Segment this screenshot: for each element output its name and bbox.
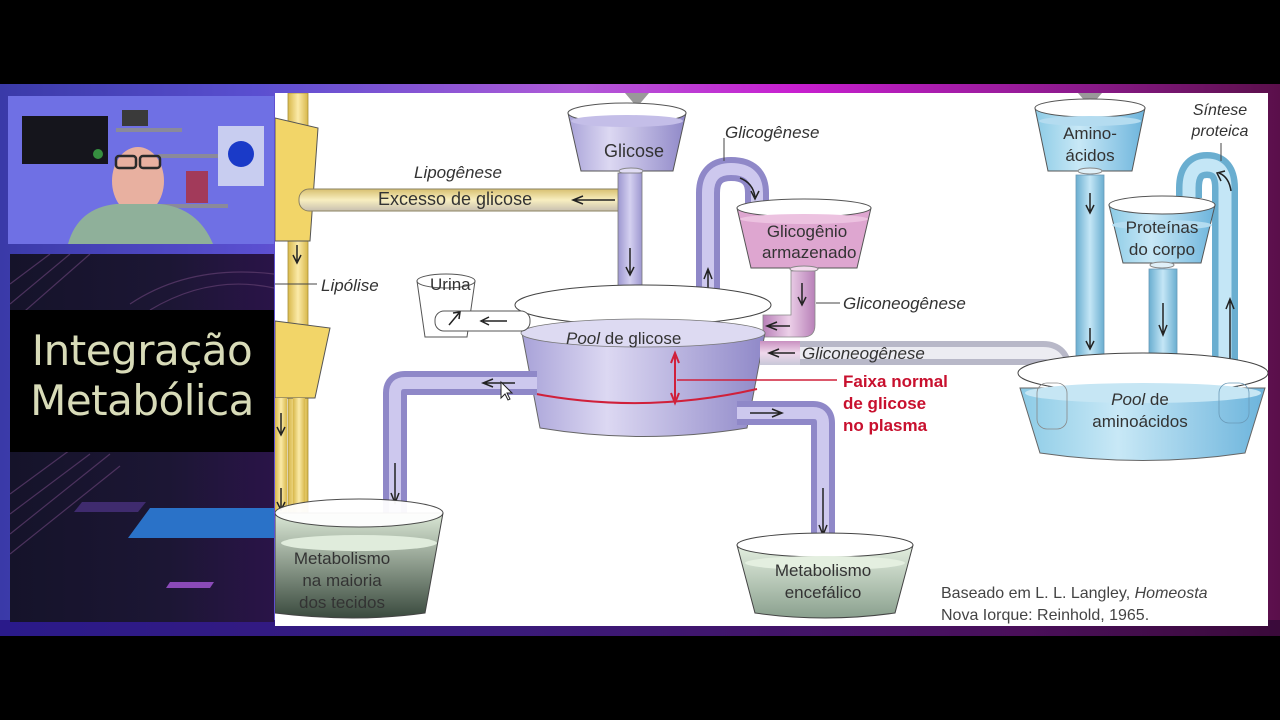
webcam-scene: [8, 96, 274, 244]
label-pool-amino-italic: Pool: [1111, 390, 1146, 409]
label-lipolise: Lipólise: [321, 276, 379, 295]
label-pool-italic: Pool: [566, 329, 601, 348]
label-metab-encef-line1: Metabolismo: [774, 561, 872, 580]
label-pool-amino-line2: aminoácidos: [1092, 412, 1188, 431]
label-proteinas-line2: do corpo: [1128, 240, 1196, 259]
label-pool-amino-rest: de: [1145, 390, 1169, 409]
decor-bar-blue: [128, 508, 274, 538]
label-sintese-proteica: Síntese proteica: [1180, 100, 1260, 142]
plasma-range-arrow: [670, 350, 680, 406]
amino-acid-pool-tank: [1017, 352, 1268, 461]
label-glicogenese: Glicogênese: [725, 123, 820, 142]
label-metab-tecidos-line3: dos tecidos: [299, 593, 385, 612]
label-gliconeogenese-glycogen: Gliconeogênese: [843, 294, 966, 313]
label-pool-rest: de glicose: [600, 329, 682, 348]
body-proteins-cup: [1108, 195, 1216, 372]
title-line-2: Metabólica: [30, 376, 254, 425]
label-gliconeogenese-amino: Gliconeogênese: [802, 344, 925, 363]
slide-diagram: Lipogênese Excesso de glicose Lipólise U…: [275, 93, 1268, 626]
amino-acids-cup: [1034, 93, 1146, 372]
label-proteinas-corpo: Proteínas do corpo: [1120, 217, 1204, 261]
label-metab-encef-line2: encefálico: [784, 583, 862, 602]
label-metabolismo-tecidos: Metabolismo na maioria dos tecidos: [277, 548, 407, 614]
brain-glucose-pipe: [737, 401, 835, 551]
presenter-webcam: [8, 96, 274, 244]
presenter-face: [112, 147, 164, 215]
label-glicogenio-line1: Glicogênio: [766, 222, 848, 241]
title-line-1: Integração: [31, 326, 253, 375]
protein-synthesis-pipe: [1176, 143, 1238, 413]
glycogen-cup: [736, 198, 872, 338]
brain-metabolism-cup: [736, 532, 914, 619]
presenter-shirt: [68, 204, 213, 244]
citation-line2: Nova Iorque: Reinhold, 1965.: [941, 607, 1150, 624]
label-faixa-normal: Faixa normal de glicose no plasma: [843, 371, 948, 437]
label-sintese-line2: proteica: [1191, 123, 1249, 140]
glucose-intake-cup: [567, 93, 687, 298]
label-glicogenio-line2: armazenado: [762, 243, 857, 262]
urine-cup: [416, 273, 531, 338]
decor-bar: [74, 502, 146, 512]
label-excesso-glicose: Excesso de glicose: [378, 189, 533, 209]
mouse-cursor-icon: [500, 380, 514, 401]
label-proteinas-line1: Proteínas: [1125, 218, 1199, 237]
decor-bar-small: [166, 582, 214, 588]
citation: Baseado em L. L. Langley, Homeosta Nova …: [941, 583, 1208, 626]
label-faixa-line2: de glicose: [843, 394, 927, 413]
tissue-metabolism-cup: [275, 498, 444, 619]
label-faixa-line1: Faixa normal: [843, 372, 948, 391]
citation-title: Homeosta: [1134, 585, 1208, 602]
label-faixa-line3: no plasma: [843, 416, 928, 435]
citation-prefix: Baseado em L. L. Langley,: [941, 585, 1135, 602]
label-metab-tecidos-line1: Metabolismo: [293, 549, 391, 568]
presentation-title: Integração Metabólica: [10, 326, 274, 426]
label-pool-aminoacidos: Pool de aminoácidos: [1075, 389, 1205, 433]
label-glicogenio: Glicogênio armazenado: [762, 221, 857, 263]
tissue-glucose-pipe: [383, 371, 537, 513]
label-metabolismo-encefalico: Metabolismo encefálico: [758, 560, 888, 604]
lipid-reservoir: [275, 93, 331, 524]
label-sintese-line1: Síntese: [1192, 102, 1248, 119]
label-glicose: Glicose: [604, 141, 665, 161]
title-decor: [10, 254, 274, 588]
label-urina: Urina: [430, 275, 471, 294]
label-pool-glicose: Pool de glicose: [566, 329, 681, 349]
title-box: Integração Metabólica: [10, 310, 274, 452]
label-aminoacidos: Amino- ácidos: [1050, 123, 1130, 167]
label-amino-line2: ácidos: [1065, 146, 1115, 165]
label-amino-line1: Amino-: [1063, 124, 1117, 143]
label-metab-tecidos-line2: na maioria: [302, 571, 382, 590]
title-panel: Integração Metabólica: [10, 254, 274, 622]
label-lipogenese: Lipogênese: [414, 163, 502, 182]
glucose-pool-tank: [514, 284, 837, 437]
diagram-graphics: [275, 93, 1268, 619]
